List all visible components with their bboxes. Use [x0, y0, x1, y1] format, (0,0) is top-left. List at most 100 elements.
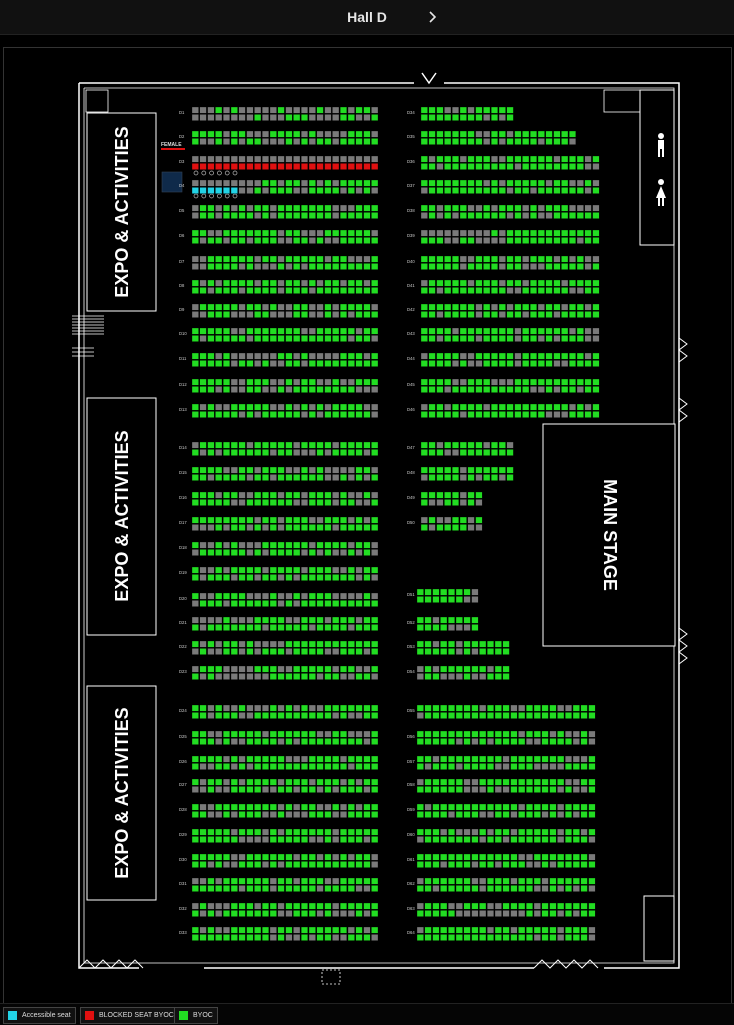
- seat[interactable]: [285, 352, 293, 360]
- seat[interactable]: [533, 755, 541, 763]
- seat[interactable]: [494, 778, 502, 786]
- seat[interactable]: [444, 499, 452, 506]
- seat[interactable]: [479, 712, 487, 719]
- seat[interactable]: [522, 255, 530, 263]
- seat[interactable]: [420, 352, 428, 360]
- seat[interactable]: [424, 778, 432, 786]
- seat[interactable]: [428, 474, 436, 481]
- seat[interactable]: [215, 378, 223, 386]
- seat[interactable]: [246, 279, 254, 287]
- seat[interactable]: [452, 279, 459, 287]
- seat[interactable]: [191, 926, 199, 934]
- seat[interactable]: [436, 155, 444, 163]
- seat[interactable]: [494, 877, 502, 885]
- seat[interactable]: [223, 712, 230, 719]
- seat[interactable]: [491, 474, 498, 481]
- seat[interactable]: [191, 378, 199, 386]
- seat[interactable]: [483, 360, 491, 367]
- seat[interactable]: [475, 411, 483, 418]
- seat[interactable]: [355, 163, 363, 170]
- seat[interactable]: [549, 926, 557, 934]
- seat[interactable]: [463, 811, 471, 818]
- seat[interactable]: [569, 229, 576, 237]
- seat[interactable]: [584, 360, 592, 367]
- seat[interactable]: [491, 378, 498, 386]
- seat[interactable]: [371, 114, 379, 121]
- seat[interactable]: [340, 786, 347, 793]
- seat[interactable]: [553, 204, 561, 212]
- seat[interactable]: [332, 616, 340, 624]
- seat[interactable]: [332, 311, 340, 318]
- seat[interactable]: [444, 411, 452, 418]
- seat[interactable]: [428, 106, 436, 114]
- seat[interactable]: [316, 229, 324, 237]
- seat[interactable]: [340, 910, 347, 917]
- seat[interactable]: [565, 934, 572, 941]
- seat[interactable]: [432, 803, 440, 811]
- seat[interactable]: [459, 516, 467, 524]
- seat[interactable]: [576, 279, 584, 287]
- seat[interactable]: [363, 648, 371, 655]
- seat[interactable]: [262, 541, 269, 549]
- seat[interactable]: [584, 386, 592, 393]
- seat[interactable]: [215, 811, 223, 818]
- seat[interactable]: [347, 828, 355, 836]
- seat[interactable]: [363, 665, 371, 673]
- seat[interactable]: [285, 600, 293, 607]
- seat[interactable]: [533, 902, 541, 910]
- seat[interactable]: [293, 934, 301, 941]
- seat[interactable]: [463, 836, 471, 843]
- seat[interactable]: [285, 403, 293, 411]
- seat[interactable]: [463, 853, 471, 861]
- seat[interactable]: [308, 549, 316, 556]
- seat[interactable]: [277, 861, 285, 868]
- seat[interactable]: [316, 828, 324, 836]
- seat[interactable]: [238, 263, 246, 270]
- seat[interactable]: [191, 648, 199, 655]
- seat[interactable]: [498, 263, 506, 270]
- seat[interactable]: [580, 926, 588, 934]
- seat[interactable]: [332, 229, 340, 237]
- seat[interactable]: [371, 187, 379, 194]
- seat[interactable]: [363, 910, 371, 917]
- seat[interactable]: [483, 255, 491, 263]
- seat[interactable]: [191, 712, 199, 719]
- seat[interactable]: [588, 712, 596, 719]
- seat[interactable]: [254, 549, 262, 556]
- seat[interactable]: [420, 403, 428, 411]
- seat[interactable]: [191, 934, 199, 941]
- seat[interactable]: [491, 303, 498, 311]
- seat[interactable]: [545, 138, 553, 145]
- seat[interactable]: [549, 885, 557, 892]
- seat[interactable]: [436, 386, 444, 393]
- seat[interactable]: [416, 596, 424, 603]
- seat[interactable]: [262, 360, 269, 367]
- seat[interactable]: [277, 648, 285, 655]
- seat[interactable]: [277, 738, 285, 745]
- seat[interactable]: [238, 730, 246, 738]
- seat[interactable]: [530, 378, 537, 386]
- seat[interactable]: [340, 114, 347, 121]
- seat[interactable]: [207, 155, 215, 163]
- seat[interactable]: [301, 516, 308, 524]
- seat[interactable]: [428, 155, 436, 163]
- seat[interactable]: [487, 885, 494, 892]
- seat[interactable]: [347, 640, 355, 648]
- seat[interactable]: [498, 287, 506, 294]
- seat[interactable]: [230, 861, 238, 868]
- seat[interactable]: [436, 130, 444, 138]
- seat[interactable]: [545, 360, 553, 367]
- seat[interactable]: [416, 763, 424, 770]
- seat[interactable]: [371, 335, 379, 342]
- seat[interactable]: [347, 303, 355, 311]
- seat[interactable]: [506, 106, 514, 114]
- seat[interactable]: [254, 255, 262, 263]
- seat[interactable]: [207, 885, 215, 892]
- seat[interactable]: [308, 803, 316, 811]
- seat[interactable]: [254, 861, 262, 868]
- seat[interactable]: [522, 138, 530, 145]
- seat[interactable]: [277, 279, 285, 287]
- seat[interactable]: [223, 263, 230, 270]
- seat[interactable]: [576, 386, 584, 393]
- seat[interactable]: [262, 441, 269, 449]
